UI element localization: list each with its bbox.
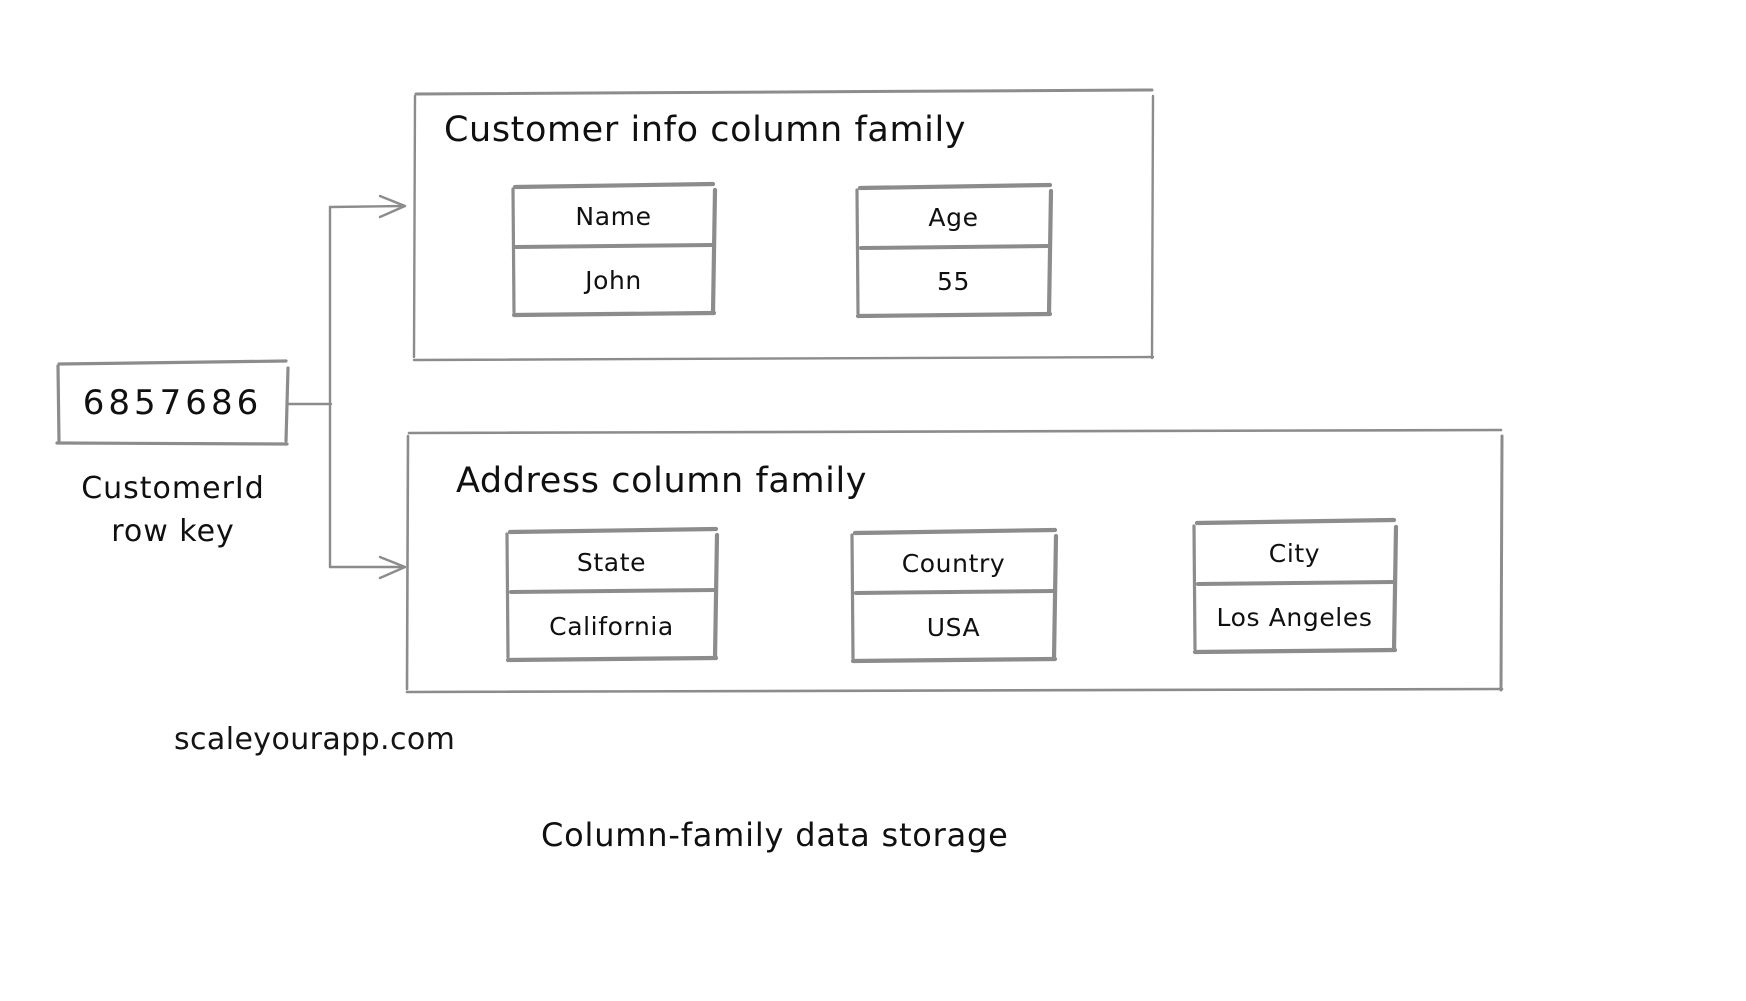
row-key-caption: CustomerId row key xyxy=(44,468,302,553)
watermark-text: scaleyourapp.com xyxy=(174,722,456,757)
age-cell-header: Age xyxy=(928,202,979,232)
customer-info-family-title: Customer info column family xyxy=(444,110,967,150)
diagram-caption: Column-family data storage xyxy=(541,816,1009,854)
country-cell-header: Country xyxy=(901,548,1006,578)
state-cell-value: California xyxy=(549,611,674,641)
name-cell-value: John xyxy=(585,265,642,295)
row-key-value: 6857686 xyxy=(82,383,263,423)
city-cell-header: City xyxy=(1268,538,1321,568)
row-key-caption-line2: row key xyxy=(111,513,235,549)
address-family-title: Address column family xyxy=(456,461,868,501)
age-cell-value: 55 xyxy=(936,266,970,296)
row-key-caption-line1: CustomerId xyxy=(81,471,265,506)
name-cell-header: Name xyxy=(575,201,652,231)
country-cell-value: USA xyxy=(926,612,981,642)
state-cell-header: State xyxy=(576,547,647,577)
city-cell-value: Los Angeles xyxy=(1216,602,1373,632)
row-key-connector xyxy=(286,194,407,580)
